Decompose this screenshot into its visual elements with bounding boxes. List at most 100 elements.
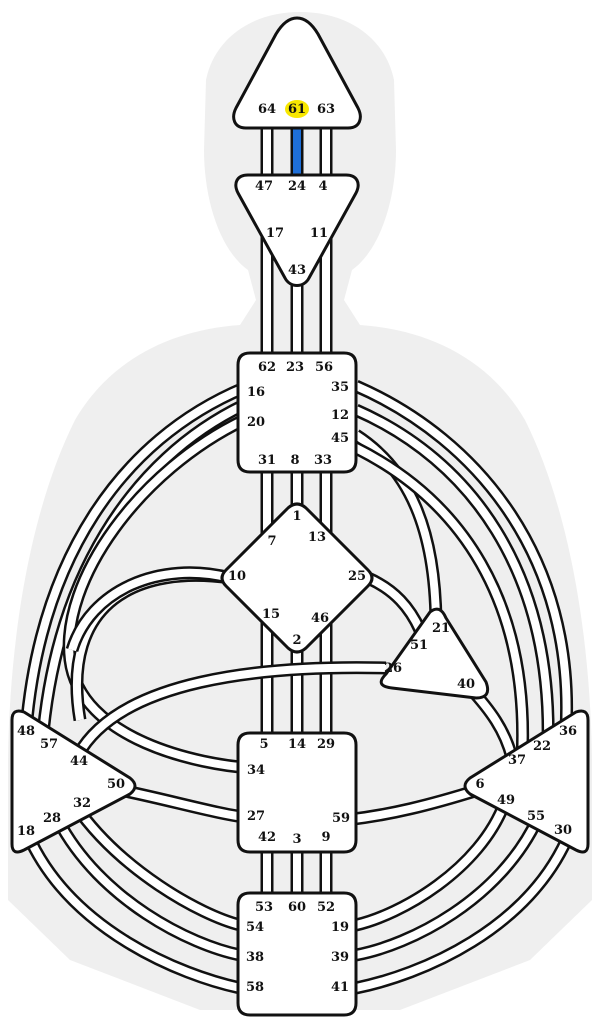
gate-label: 20 bbox=[247, 415, 265, 430]
gate-bubble bbox=[255, 100, 279, 118]
gate-label: 44 bbox=[70, 754, 88, 769]
channel-45-21 bbox=[352, 429, 443, 623]
gate-60: 60 bbox=[288, 900, 306, 915]
gate-51: 51 bbox=[410, 638, 428, 653]
gate-41: 41 bbox=[331, 980, 349, 995]
gate-label: 8 bbox=[290, 453, 299, 468]
gate-label: 3 bbox=[292, 832, 301, 847]
gate-9: 9 bbox=[321, 830, 330, 845]
gate-44: 44 bbox=[70, 754, 88, 769]
gate-8: 8 bbox=[290, 453, 299, 468]
gate-20: 20 bbox=[247, 415, 265, 430]
gate-37: 37 bbox=[508, 753, 526, 768]
channel-45-37 bbox=[353, 442, 530, 761]
gate-label: 49 bbox=[497, 793, 515, 808]
gate-52: 52 bbox=[317, 900, 335, 915]
gate-label: 53 bbox=[255, 900, 273, 915]
center-ajna bbox=[234, 173, 360, 287]
gate-31: 31 bbox=[258, 453, 276, 468]
gate-11: 11 bbox=[310, 226, 328, 241]
gate-34: 34 bbox=[247, 763, 265, 778]
gate-label: 39 bbox=[331, 950, 349, 965]
gate-35: 35 bbox=[331, 380, 349, 395]
gate-28: 28 bbox=[43, 811, 61, 826]
gate-5: 5 bbox=[259, 737, 268, 752]
gate-4: 4 bbox=[318, 179, 327, 194]
center-solar-plexus bbox=[463, 709, 590, 854]
gate-label: 32 bbox=[73, 796, 91, 811]
gate-21: 21 bbox=[432, 621, 450, 636]
gate-label: 7 bbox=[267, 534, 276, 549]
gate-16: 16 bbox=[247, 385, 265, 400]
gate-label: 18 bbox=[17, 824, 35, 839]
gate-label: 21 bbox=[432, 621, 450, 636]
gate-58: 58 bbox=[246, 980, 264, 995]
gate-22: 22 bbox=[533, 739, 551, 754]
gate-62: 62 bbox=[258, 360, 276, 375]
gate-19: 19 bbox=[331, 920, 349, 935]
gate-label: 14 bbox=[288, 737, 306, 752]
gate-label: 25 bbox=[348, 569, 366, 584]
gate-label: 1 bbox=[292, 509, 301, 524]
channel-28-38 bbox=[52, 816, 242, 962]
gate-label: 24 bbox=[288, 179, 306, 194]
gate-40: 40 bbox=[457, 677, 475, 692]
channel-6-59 bbox=[345, 783, 480, 827]
center-spleen bbox=[10, 709, 137, 854]
gate-18: 18 bbox=[17, 824, 35, 839]
gate-61-highlight bbox=[285, 100, 309, 118]
gate-label: 43 bbox=[288, 263, 306, 278]
gate-13: 13 bbox=[308, 530, 326, 545]
gate-label: 11 bbox=[310, 226, 328, 241]
gate-label: 22 bbox=[533, 739, 551, 754]
gate-label: 2 bbox=[292, 633, 301, 648]
channel-32-54 bbox=[69, 801, 242, 932]
gate-label: 40 bbox=[457, 677, 475, 692]
center-ego bbox=[379, 607, 490, 700]
gate-label: 13 bbox=[308, 530, 326, 545]
channel-25-51 bbox=[365, 572, 426, 633]
gate-label: 17 bbox=[266, 226, 284, 241]
channel-16-48 bbox=[19, 382, 247, 731]
center-sacral bbox=[236, 731, 358, 854]
gate-53: 53 bbox=[255, 900, 273, 915]
gate-label: 59 bbox=[332, 811, 350, 826]
channel-30-41 bbox=[354, 829, 577, 995]
gate-1: 1 bbox=[292, 509, 301, 524]
gate-label: 42 bbox=[258, 830, 276, 845]
channel-49-19 bbox=[354, 799, 512, 932]
gate-63: 63 bbox=[314, 100, 338, 118]
gate-label: 29 bbox=[317, 737, 335, 752]
gate-33: 33 bbox=[314, 453, 332, 468]
channel-10-20 bbox=[65, 566, 232, 653]
gate-label: 4 bbox=[318, 179, 327, 194]
channel-55-39 bbox=[354, 815, 544, 962]
gate-10: 10 bbox=[228, 569, 246, 584]
gate-30: 30 bbox=[554, 823, 572, 838]
gate-45: 45 bbox=[331, 431, 349, 446]
gate-23: 23 bbox=[286, 360, 304, 375]
gate-label: 56 bbox=[315, 360, 333, 375]
gate-12: 12 bbox=[331, 408, 349, 423]
gate-32: 32 bbox=[73, 796, 91, 811]
channel-18-58 bbox=[22, 832, 242, 995]
channels-layer bbox=[19, 128, 577, 995]
gate-label: 16 bbox=[247, 385, 265, 400]
gate-label: 46 bbox=[311, 611, 329, 626]
gate-24: 24 bbox=[288, 179, 306, 194]
gate-25: 25 bbox=[348, 569, 366, 584]
gate-label: 5 bbox=[259, 737, 268, 752]
gate-54: 54 bbox=[246, 920, 264, 935]
gate-59: 59 bbox=[332, 811, 350, 826]
gate-61: 61 bbox=[285, 100, 309, 118]
gate-label: 52 bbox=[317, 900, 335, 915]
gate-label: 48 bbox=[17, 724, 35, 739]
gate-14: 14 bbox=[288, 737, 306, 752]
gate-label: 34 bbox=[247, 763, 265, 778]
gate-50: 50 bbox=[107, 777, 125, 792]
gate-label: 47 bbox=[255, 179, 273, 194]
gate-57: 57 bbox=[40, 737, 58, 752]
